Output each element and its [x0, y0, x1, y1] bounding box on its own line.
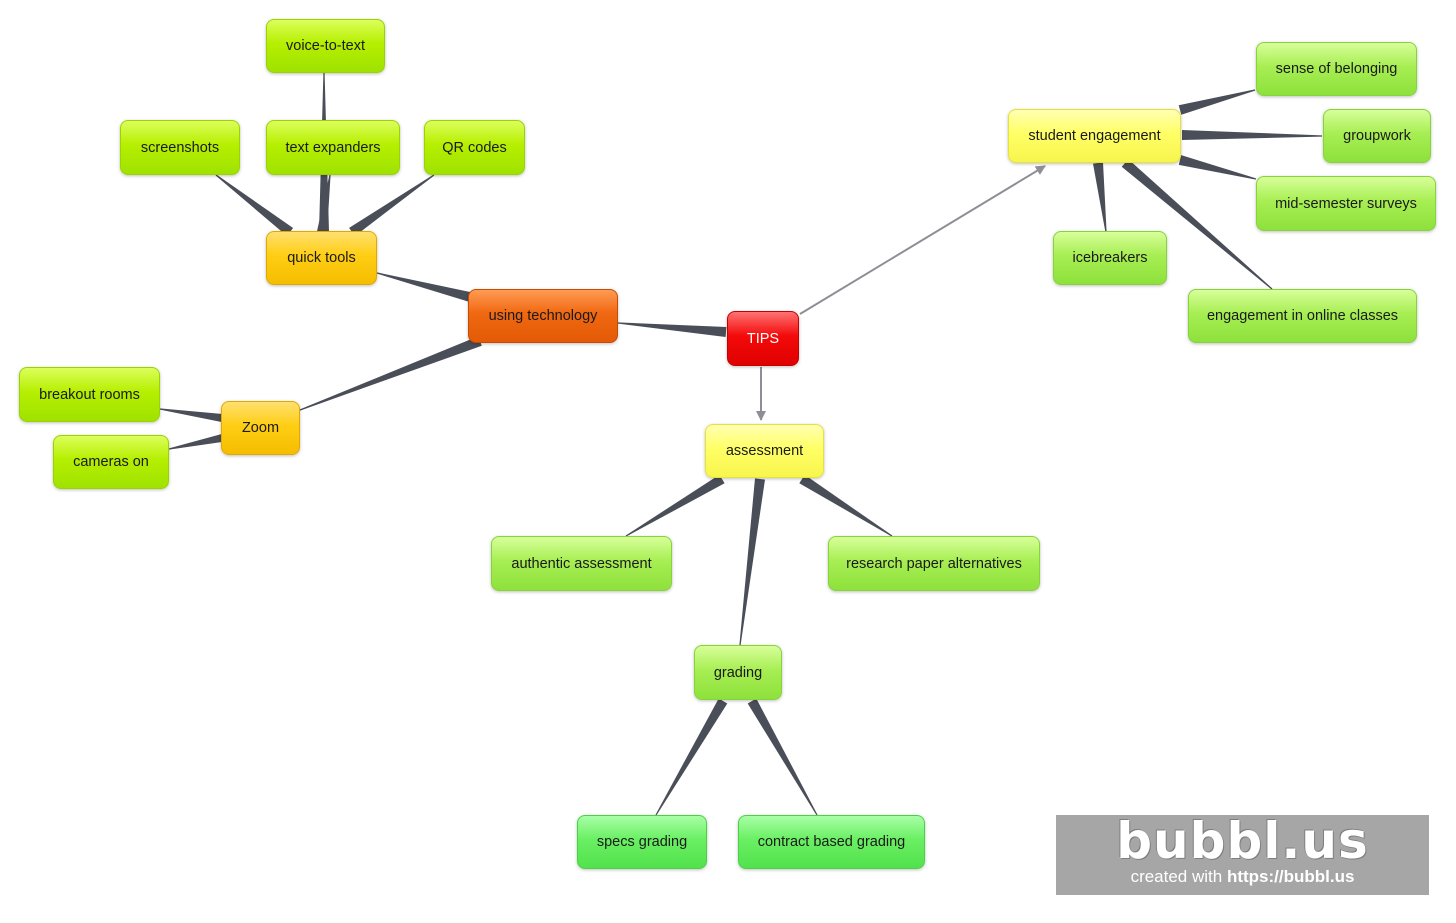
connector-zoom-cameras-on	[168, 434, 223, 450]
bubblus-watermark[interactable]: bubbl.us created with https://bubbl.us	[1056, 815, 1429, 895]
node-screenshots[interactable]: screenshots	[120, 120, 240, 175]
connector-student-engagement-engagement-online	[1121, 159, 1273, 290]
arrow-tips-to-student-engagement	[799, 165, 1046, 315]
node-quick-tools[interactable]: quick tools	[266, 231, 377, 285]
connector-quick-tools-qr-codes	[349, 174, 435, 237]
connector-zoom-breakout-rooms	[159, 408, 223, 422]
node-contract-based-grading[interactable]: contract based grading	[738, 815, 925, 869]
node-student-engagement[interactable]: student engagement	[1008, 109, 1181, 163]
node-grading[interactable]: grading	[694, 645, 782, 700]
node-breakout-rooms[interactable]: breakout rooms	[19, 367, 160, 422]
node-zoom[interactable]: Zoom	[221, 401, 300, 455]
connector-student-engagement-icebreakers	[1093, 162, 1107, 233]
node-sense-of-belonging[interactable]: sense of belonging	[1256, 42, 1417, 96]
connector-student-engagement-mid-semester-surveys	[1178, 155, 1257, 180]
connector-tips-using-technology	[618, 322, 727, 337]
connector-quick-tools-text-expanders	[317, 174, 331, 233]
connector-assessment-grading	[739, 478, 765, 646]
created-with-text: created with	[1130, 867, 1227, 886]
node-qr-codes[interactable]: QR codes	[424, 120, 525, 175]
created-with-line: created with https://bubbl.us	[1056, 865, 1429, 889]
node-specs-grading[interactable]: specs grading	[577, 815, 707, 869]
connector-grading-specs-grading	[655, 698, 728, 816]
node-engagement-online-classes[interactable]: engagement in online classes	[1188, 289, 1417, 343]
connector-grading-contract-based-grading	[747, 698, 818, 816]
node-using-technology[interactable]: using technology	[468, 289, 618, 343]
node-assessment[interactable]: assessment	[705, 424, 824, 478]
node-research-paper-alternatives[interactable]: research paper alternatives	[828, 536, 1040, 591]
connector-student-engagement-groupwork	[1182, 130, 1322, 140]
connector-assessment-authentic-assessment	[625, 474, 725, 537]
connector-using-technology-quick-tools	[376, 272, 472, 302]
node-cameras-on[interactable]: cameras on	[53, 435, 169, 489]
node-text-expanders[interactable]: text expanders	[266, 120, 400, 175]
node-voice-to-text[interactable]: voice-to-text	[266, 19, 385, 73]
connector-student-engagement-sense-of-belonging	[1178, 89, 1256, 115]
node-mid-semester-surveys[interactable]: mid-semester surveys	[1256, 176, 1436, 231]
connector-using-technology-zoom	[299, 336, 482, 411]
node-groupwork[interactable]: groupwork	[1323, 109, 1431, 163]
node-tips[interactable]: TIPS	[727, 311, 799, 366]
bubblus-url-link[interactable]: https://bubbl.us	[1226, 867, 1355, 886]
connector-quick-tools-screenshots	[215, 174, 294, 236]
connector-assessment-research-paper-alternatives	[799, 474, 893, 537]
bubblus-logo: bubbl.us	[1116, 815, 1369, 870]
node-authentic-assessment[interactable]: authentic assessment	[491, 536, 672, 591]
node-icebreakers[interactable]: icebreakers	[1053, 231, 1167, 285]
